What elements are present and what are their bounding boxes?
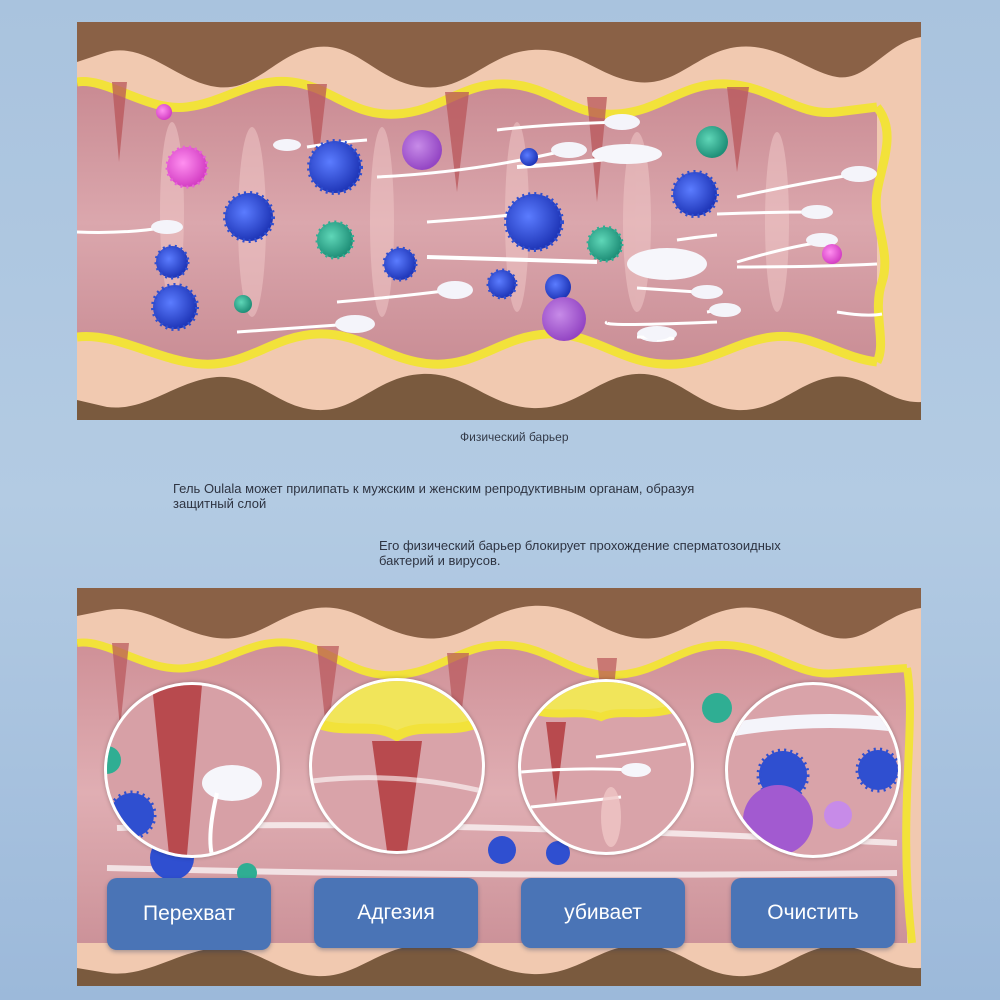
virus-icon	[165, 145, 209, 189]
magnifier-lens-kill	[518, 679, 694, 855]
step-clean-button[interactable]: Очистить	[731, 878, 895, 948]
sperm-icon	[716, 205, 833, 219]
sperm-icon	[336, 281, 473, 304]
barrier-illustration-top	[77, 22, 921, 420]
sperm-icon	[706, 303, 741, 317]
blocking-caption: Его физический барьер блокирует прохожде…	[379, 538, 781, 568]
sperm-icon	[676, 233, 718, 242]
tissue-scene	[77, 22, 921, 420]
virus-icon	[151, 283, 199, 331]
magnifier-lens-clean	[725, 682, 901, 858]
sperm-icon	[736, 166, 877, 199]
virus-icon	[586, 225, 624, 263]
sperm-icon	[426, 248, 707, 280]
sperm-icon	[836, 310, 883, 317]
sperm-icon	[376, 142, 587, 179]
virus-icon	[223, 191, 275, 243]
virus-icon	[234, 295, 252, 313]
sperm-icon	[77, 220, 183, 234]
sperm-icon	[736, 233, 838, 264]
sperm-icon	[636, 285, 723, 299]
virus-icon	[382, 246, 418, 282]
step-adhesion-button[interactable]: Адгезия	[314, 878, 478, 948]
virus-icon	[545, 274, 571, 300]
virus-icon	[671, 170, 719, 218]
barrier-label: Физический барьер	[460, 430, 569, 444]
adhesion-caption: Гель Oulala может прилипать к мужским и …	[173, 481, 695, 511]
step-kill-button[interactable]: убивает	[521, 878, 685, 948]
virus-icon	[315, 220, 355, 260]
magnifier-lens-adhesion	[309, 678, 485, 854]
virus-icon	[696, 126, 728, 158]
virus-icon	[402, 130, 442, 170]
virus-group	[151, 104, 842, 341]
step-intercept-button[interactable]: Перехват	[107, 878, 271, 950]
magnifier-lens-intercept	[104, 682, 280, 858]
sperm-icon	[636, 328, 675, 342]
virus-icon	[156, 104, 172, 120]
sperm-group	[77, 114, 883, 342]
virus-icon	[542, 297, 586, 341]
barrier-layer-bottom	[77, 329, 878, 369]
sperm-icon	[496, 114, 640, 132]
virus-icon	[307, 139, 363, 195]
sperm-icon	[236, 315, 375, 334]
virus-icon	[504, 192, 564, 252]
sperm-icon	[516, 144, 662, 169]
virus-icon	[154, 244, 190, 280]
virus-icon	[822, 244, 842, 264]
virus-icon	[486, 268, 518, 300]
sperm-icon	[736, 262, 878, 269]
virus-icon	[520, 148, 538, 166]
